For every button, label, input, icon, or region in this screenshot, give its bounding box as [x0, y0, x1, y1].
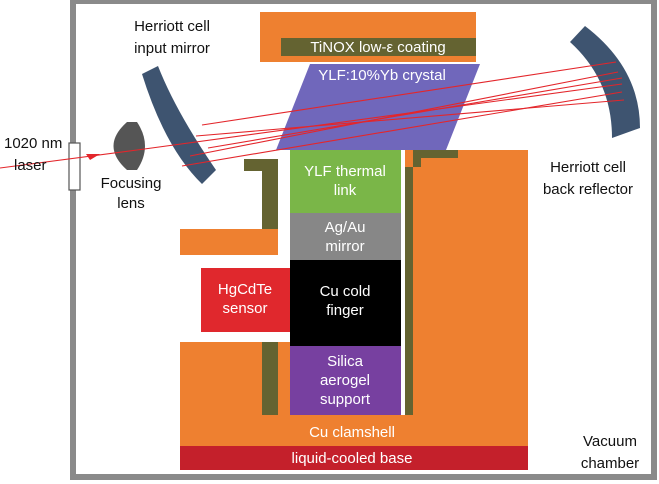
- vacuum-chamber-wall: [70, 0, 657, 480]
- ylf-crystal: [276, 64, 480, 150]
- tinox-coating-left-upper-top: [244, 159, 278, 171]
- tinox-coating-right: [405, 167, 413, 415]
- ag-au-mirror: [290, 213, 401, 260]
- tinox-coating-left-lower: [262, 342, 278, 415]
- herriott-back-reflector: [570, 26, 640, 138]
- silica-aerogel-support: [290, 346, 401, 415]
- vacuum-chamber-label-2: chamber: [581, 455, 639, 472]
- cold-finger-label-2: finger: [326, 302, 364, 319]
- hgcdte-sensor: [201, 268, 290, 332]
- herriott-input-label-1: Herriott cell: [134, 18, 210, 35]
- focusing-lens-label-2: lens: [117, 195, 145, 212]
- mirror-label-2: mirror: [325, 238, 364, 255]
- tinox-label: TiNOX low-ε coating: [310, 39, 445, 56]
- aerogel-label-1: Silica: [327, 353, 364, 370]
- clamshell-bottom-bar: [180, 415, 528, 446]
- liquid-cooled-base: [180, 446, 528, 470]
- herriott-input-label-2: input mirror: [134, 40, 210, 57]
- aerogel-label-2: aerogel: [320, 372, 370, 389]
- tinox-coating: [281, 38, 476, 56]
- cu-cold-finger: [290, 260, 401, 346]
- sensor-label-1: HgCdTe: [218, 281, 272, 298]
- focusing-lens: [113, 122, 145, 170]
- cold-finger-label-1: Cu cold: [320, 283, 371, 300]
- base-label: liquid-cooled base: [292, 450, 413, 467]
- laser-label-1: 1020 nm: [4, 135, 62, 152]
- thermal-link-label-1: YLF thermal: [304, 163, 386, 180]
- laser-label-2: laser: [14, 157, 47, 174]
- tinox-coating-right-upper: [413, 150, 458, 167]
- mirror-label-1: Ag/Au: [325, 219, 366, 236]
- aerogel-label-3: support: [320, 391, 371, 408]
- laser-arrowhead: [86, 154, 100, 160]
- vacuum-chamber-label-1: Vacuum: [583, 433, 637, 450]
- sensor-label-2: sensor: [222, 300, 267, 317]
- clamshell-label: Cu clamshell: [309, 424, 395, 441]
- crystal-label: YLF:10%Yb crystal: [318, 67, 446, 84]
- laser-beams: [0, 61, 625, 169]
- copper-clamshell-right: [405, 150, 528, 420]
- thermal-link-label-2: link: [334, 182, 357, 199]
- herriott-back-label-1: Herriott cell: [550, 159, 626, 176]
- herriott-back-label-2: back reflector: [543, 181, 633, 198]
- laser-window: [68, 142, 81, 191]
- thermal-link: [290, 150, 401, 213]
- tinox-coating-left-upper: [262, 159, 278, 229]
- focusing-lens-label-1: Focusing: [101, 175, 162, 192]
